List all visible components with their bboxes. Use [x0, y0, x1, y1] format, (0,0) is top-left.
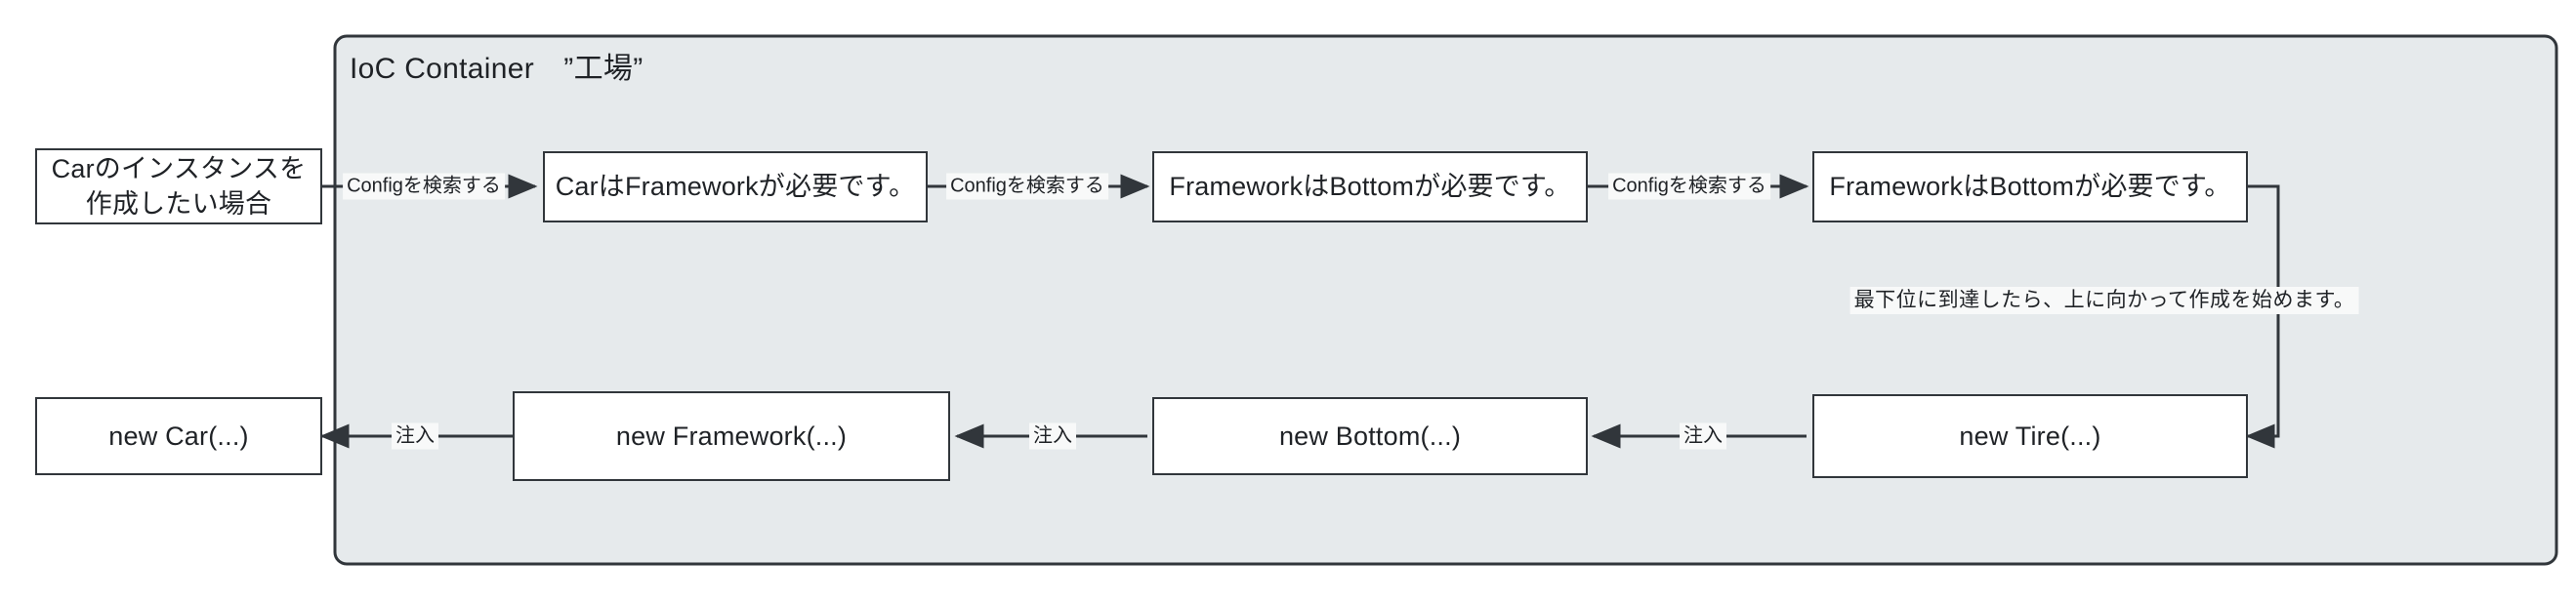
- node-create-tire[interactable]: new Tire(...): [1812, 394, 2248, 478]
- node-resolve-2[interactable]: FrameworkはBottomが必要です。: [1152, 151, 1588, 222]
- edge-label-resolve-1: Configを検索する: [343, 173, 505, 200]
- edge-label-turnaround-note: 最下位に到達したら、上に向かって作成を始めます。: [1849, 287, 2359, 314]
- edge-label-inject-2: 注入: [1029, 422, 1076, 450]
- node-resolve-1[interactable]: CarはFrameworkが必要です。: [543, 151, 928, 222]
- container-title: IoC Container ”工場”: [350, 53, 644, 85]
- node-create-car[interactable]: new Car(...): [35, 397, 322, 475]
- node-create-framework[interactable]: new Framework(...): [513, 391, 950, 481]
- node-create-bottom[interactable]: new Bottom(...): [1152, 397, 1588, 475]
- edge-label-inject-1: 注入: [1680, 422, 1726, 450]
- edge-label-resolve-3: Configを検索する: [1608, 173, 1770, 200]
- edge-label-resolve-2: Configを検索する: [946, 173, 1108, 200]
- edge-label-inject-3: 注入: [392, 422, 438, 450]
- node-resolve-3[interactable]: FrameworkはBottomが必要です。: [1812, 151, 2248, 222]
- node-entry[interactable]: Carのインスタンスを 作成したい場合: [35, 148, 322, 224]
